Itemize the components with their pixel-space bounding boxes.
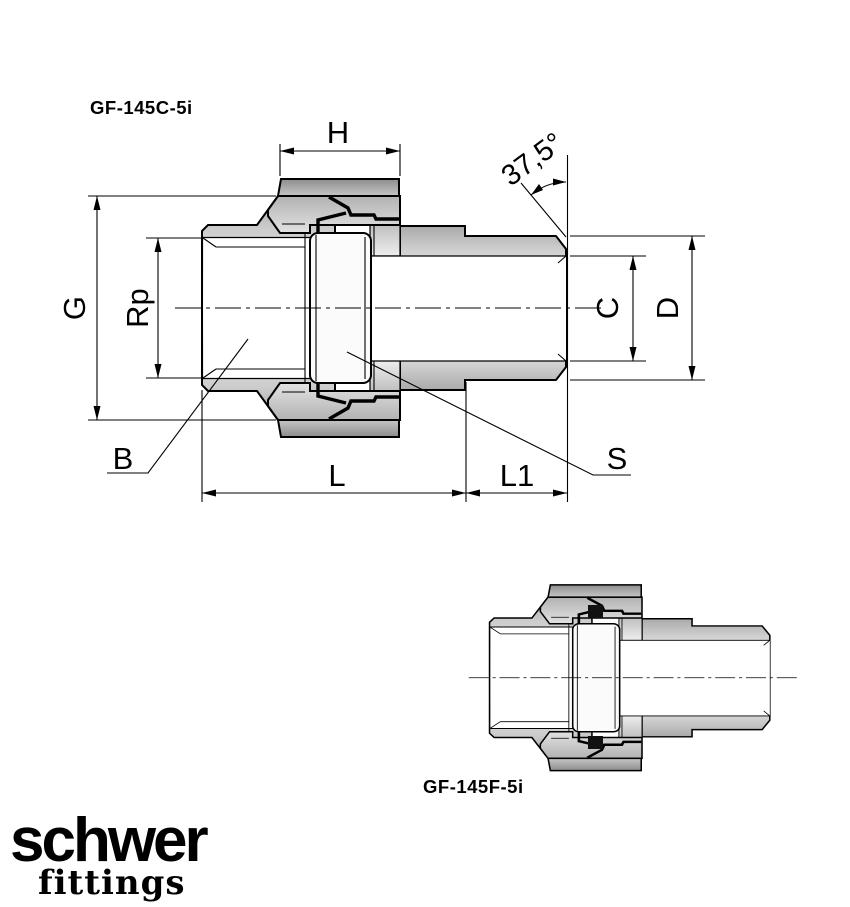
leader-s: S [346, 351, 631, 476]
dimension-rp: Rp [120, 237, 202, 379]
right-bore-chamfers [557, 255, 567, 362]
union-fitting-body [175, 178, 605, 438]
dim-label-l1: L1 [500, 458, 534, 493]
dim-label-l: L [328, 458, 345, 493]
figure-title-main: GF-145C-5i [90, 97, 193, 118]
dim-label-d: D [650, 297, 685, 319]
dimension-l: L [201, 382, 467, 502]
small-figure [467, 583, 802, 772]
section-step-upper [316, 211, 347, 234]
section-edge-lower [328, 395, 399, 421]
dim-label-s: S [607, 441, 628, 476]
nut-inner-lines [282, 223, 305, 393]
dimension-l1: L1 [466, 458, 567, 497]
section-step-lower [316, 382, 347, 405]
left-bore-chamfers [202, 233, 306, 383]
dim-label-g: G [57, 296, 92, 320]
union-nut-band-lower [276, 419, 400, 438]
union-nut-band-upper [276, 178, 400, 197]
leader-b: B [107, 338, 249, 476]
dim-label-rp: Rp [120, 288, 155, 328]
section-edge-upper [328, 195, 399, 221]
left-bore-edges [203, 236, 310, 380]
dimension-g: G [57, 195, 276, 421]
dim-label-b: B [113, 441, 134, 476]
dimension-d: D [570, 235, 705, 381]
logo-sub-text: fittings [38, 863, 186, 903]
dim-label-c: C [590, 297, 625, 319]
figure-title-small: GF-145F-5i [423, 776, 524, 797]
brand-logo: schwer fittings [10, 806, 212, 903]
right-bore-edges [371, 255, 567, 362]
seal-upper [588, 605, 603, 618]
dim-label-h: H [327, 115, 349, 150]
logo-brand-text: schwer [10, 806, 209, 875]
dimension-h: H [279, 115, 401, 176]
seal-lower [588, 736, 603, 749]
dimension-c: C [570, 255, 646, 362]
